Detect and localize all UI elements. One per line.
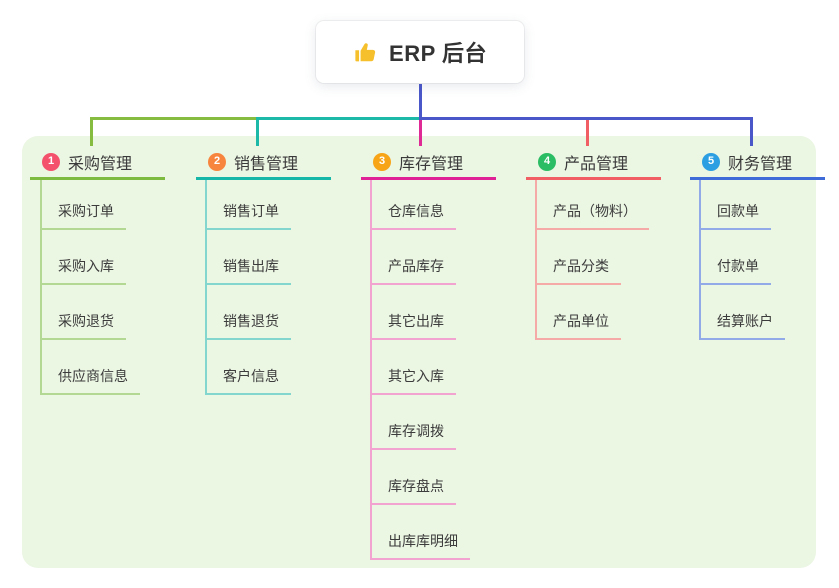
branch-header-label: 库存管理 [399,155,464,173]
connector-right-blue [419,117,753,120]
branch-number-badge: 3 [373,152,391,171]
child-node[interactable]: 回款单 [699,198,771,230]
branch-header-inventory[interactable]: 3 库存管理 [361,146,496,180]
branch-trunk [370,180,372,560]
branch-header-label: 销售管理 [234,155,299,173]
branch-header-label: 采购管理 [68,155,133,173]
child-node[interactable]: 采购退货 [40,308,126,340]
child-node[interactable]: 产品单位 [535,308,621,340]
child-node[interactable]: 库存盘点 [370,473,456,505]
child-node[interactable]: 产品分类 [535,253,621,285]
connector-drop-branch1 [90,117,93,146]
child-node[interactable]: 结算账户 [699,308,785,340]
thumbs-up-icon [353,39,379,65]
child-node[interactable]: 出库库明细 [370,528,470,560]
child-node[interactable]: 销售出库 [205,253,291,285]
root-node-label: ERP 后台 [389,41,487,66]
branch-header-label: 产品管理 [564,155,629,173]
connector-drop-branch2 [256,117,259,146]
branch-trunk [699,180,701,340]
branch-number-badge: 2 [208,152,226,171]
child-node[interactable]: 付款单 [699,253,771,285]
connector-drop-branch5 [750,117,753,146]
branch-trunk [535,180,537,340]
child-node[interactable]: 产品（物料） [535,198,649,230]
child-node[interactable]: 销售订单 [205,198,291,230]
child-node[interactable]: 采购入库 [40,253,126,285]
branches-panel [22,136,816,568]
branch-header-finance[interactable]: 5 财务管理 [690,146,825,180]
connector-root-drop [419,83,422,120]
connector-drop-branch4 [586,120,589,146]
branch-header-sales[interactable]: 2 销售管理 [196,146,331,180]
child-node[interactable]: 其它入库 [370,363,456,395]
child-node[interactable]: 销售退货 [205,308,291,340]
connector-drop-branch3 [419,120,422,146]
branch-trunk [40,180,42,395]
child-node[interactable]: 库存调拨 [370,418,456,450]
child-node[interactable]: 供应商信息 [40,363,140,395]
child-node[interactable]: 仓库信息 [370,198,456,230]
branch-number-badge: 5 [702,152,720,171]
child-node[interactable]: 采购订单 [40,198,126,230]
branch-trunk [205,180,207,395]
branch-header-purchase[interactable]: 1 采购管理 [30,146,165,180]
connector-left-teal [256,117,422,120]
branch-header-product[interactable]: 4 产品管理 [526,146,661,180]
branch-number-badge: 1 [42,152,60,171]
branch-header-label: 财务管理 [728,155,793,173]
child-node[interactable]: 其它出库 [370,308,456,340]
child-node[interactable]: 产品库存 [370,253,456,285]
child-node[interactable]: 客户信息 [205,363,291,395]
branch-number-badge: 4 [538,152,556,171]
root-node[interactable]: ERP 后台 [316,21,524,83]
